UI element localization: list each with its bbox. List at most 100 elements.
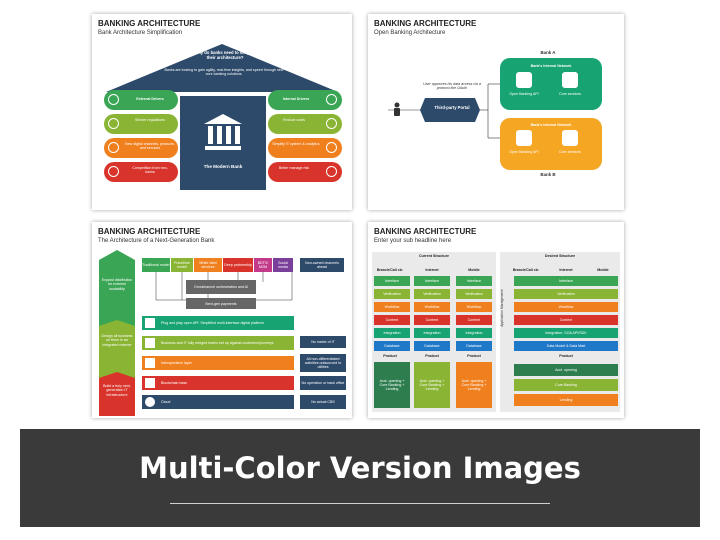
channel-header: Traditional model (142, 258, 170, 272)
bank-b-core-label: Core services (559, 150, 581, 154)
note-no-cbs: No actual CBS (300, 395, 346, 409)
slide-next-generation-bank[interactable]: BANKING ARCHITECTURE The Architecture of… (92, 222, 352, 418)
desired-row-integration: Integration: SOA API/SDK (514, 328, 618, 338)
product-header: Product (559, 354, 573, 358)
bank-a-core-icon (562, 72, 578, 88)
row-label: Interoperative layer (161, 361, 192, 365)
current-cell: Workflow (456, 302, 492, 312)
product-cell-internet: Acct. opening + Core Banking + Lending (414, 362, 450, 408)
column-header: Mobile (597, 268, 609, 272)
desired-product-acct: Acct. opening (514, 364, 618, 376)
house-roof (106, 44, 338, 92)
note-outsourced: All non-differentiated activities outsou… (300, 354, 346, 372)
arrow-label-design: Design all business on them in an integr… (101, 334, 133, 347)
slide-title: BANKING ARCHITECTURE (374, 19, 477, 28)
slide-title: BANKING ARCHITECTURE (98, 19, 201, 28)
current-cell: Verification (414, 289, 450, 299)
bank-a-open-api-label: Open Banking API (509, 92, 539, 96)
arrow-label-expand: Expand distribution for extreme scalabil… (101, 278, 133, 291)
left-item-label: New digital channels, products, and serv… (125, 142, 175, 151)
title-banner: Multi-Color Version Images (20, 429, 700, 527)
right-item-manage-risk (268, 162, 342, 182)
column-header: Mobile (468, 268, 480, 272)
slide-title: BANKING ARCHITECTURE (374, 227, 477, 236)
money-icon (326, 118, 337, 129)
desired-product-core: Core Banking (514, 379, 618, 391)
row-interoperative: Interoperative layer (142, 356, 294, 370)
user-icon (394, 102, 400, 116)
bank-b-network-label: Bank's Internal Network (530, 123, 572, 127)
right-item-reduce-costs (268, 114, 342, 134)
current-cell: Content (414, 315, 450, 325)
left-item-label: Competition from neo-banks (132, 166, 168, 175)
current-structure-header: Current Structure (419, 254, 449, 258)
desired-row-content: Content (514, 315, 618, 325)
consent-note: User approves his data access via a prot… (423, 82, 481, 91)
column-header: Branch/Call ctr. (512, 268, 540, 272)
desired-row-database: Data Model & Data Mart (514, 341, 618, 351)
nextgen-payments: Next-gen payments (186, 298, 256, 309)
slide-subtitle: The Architecture of a Next-Generation Ba… (98, 238, 215, 244)
cloud-icon (145, 397, 155, 407)
left-item-label: External Drivers (136, 97, 164, 101)
channel-header: BDTV/ M2M (254, 258, 272, 272)
current-cell: Verification (374, 289, 410, 299)
row-label: Business and IT fully merged teams set u… (161, 341, 274, 345)
channel-header: White label services (194, 258, 222, 272)
roof-text: Banks are looking to gain agility, real-… (164, 68, 284, 77)
product-cell-branch: Acct. opening + Core Banking + Lending (374, 362, 410, 408)
current-cell: Verification (456, 289, 492, 299)
slide-subtitle: Bank Architecture Simplification (98, 30, 183, 36)
right-item-label: Better manage risk (278, 166, 310, 170)
right-item-simplify-it (268, 138, 342, 158)
row-blockchain: Blockchain base (142, 376, 294, 390)
omnichannel-orchestration: Omnichannel orchestration and AI (186, 280, 256, 294)
current-cell: Integration (374, 328, 410, 338)
column-header: Internet (425, 268, 439, 272)
bank-b-label: Bank B (540, 172, 556, 177)
row-label: Plug and play open API: Simplified multi… (161, 321, 264, 325)
bank-a-network-label: Bank's Internal Network (530, 64, 572, 68)
row-open-api: Plug and play open API: Simplified multi… (142, 316, 294, 330)
desired-row-interface: Interface (514, 276, 618, 286)
desired-row-workflow: Workflow (514, 302, 618, 312)
bank-b-open-api-label: Open Banking API (509, 150, 539, 154)
right-item-label: Internal Drivers (282, 97, 310, 101)
right-item-label: Simplify IT system & analytics (272, 142, 320, 146)
current-cell: Database (456, 341, 492, 351)
stage-arrows (99, 250, 135, 416)
column-header: Branch/Call ctr. (376, 268, 404, 272)
product-header: Product (467, 354, 481, 358)
row-cloud: Cloud (142, 395, 294, 409)
column-header: Internet (559, 268, 573, 272)
left-item-regulations (104, 114, 178, 134)
slide-open-banking-architecture[interactable]: BANKING ARCHITECTURE Open Banking Archit… (368, 14, 624, 210)
slide-bank-architecture-simplification[interactable]: BANKING ARCHITECTURE Bank Architecture S… (92, 14, 352, 210)
open-api-icon (145, 318, 155, 328)
current-cell: Workflow (374, 302, 410, 312)
channel-header: Franchise model (171, 258, 193, 272)
slide-subtitle: Open Banking Architecture (374, 30, 446, 36)
left-item-digital-channels (104, 138, 178, 158)
teams-icon (145, 338, 155, 348)
slide-subtitle: Enter your sub headline here (374, 238, 452, 244)
connector-lines (388, 83, 500, 139)
desired-product-lending: Lending (514, 394, 618, 406)
row-label: Cloud (161, 400, 171, 404)
banner-title: Multi-Color Version Images (139, 451, 581, 485)
application-management-label: Application Management (499, 289, 504, 327)
left-item-competition (104, 162, 178, 182)
row-merged-teams: Business and IT fully merged teams set u… (142, 336, 294, 350)
row-label: Blockchain base (161, 381, 188, 385)
current-cell: Workflow (414, 302, 450, 312)
slide-current-vs-desired-structure[interactable]: BANKING ARCHITECTURE Enter your sub head… (368, 222, 624, 418)
scales-icon (108, 118, 119, 129)
left-item-external-drivers (104, 90, 178, 110)
gears-icon (326, 166, 337, 177)
chart-icon (326, 142, 337, 153)
bank-a-label: Bank A (540, 50, 556, 55)
channel-header: Social media (273, 258, 293, 272)
current-cell: Database (374, 341, 410, 351)
bank-building-icon (204, 114, 242, 150)
current-cell: Content (456, 315, 492, 325)
